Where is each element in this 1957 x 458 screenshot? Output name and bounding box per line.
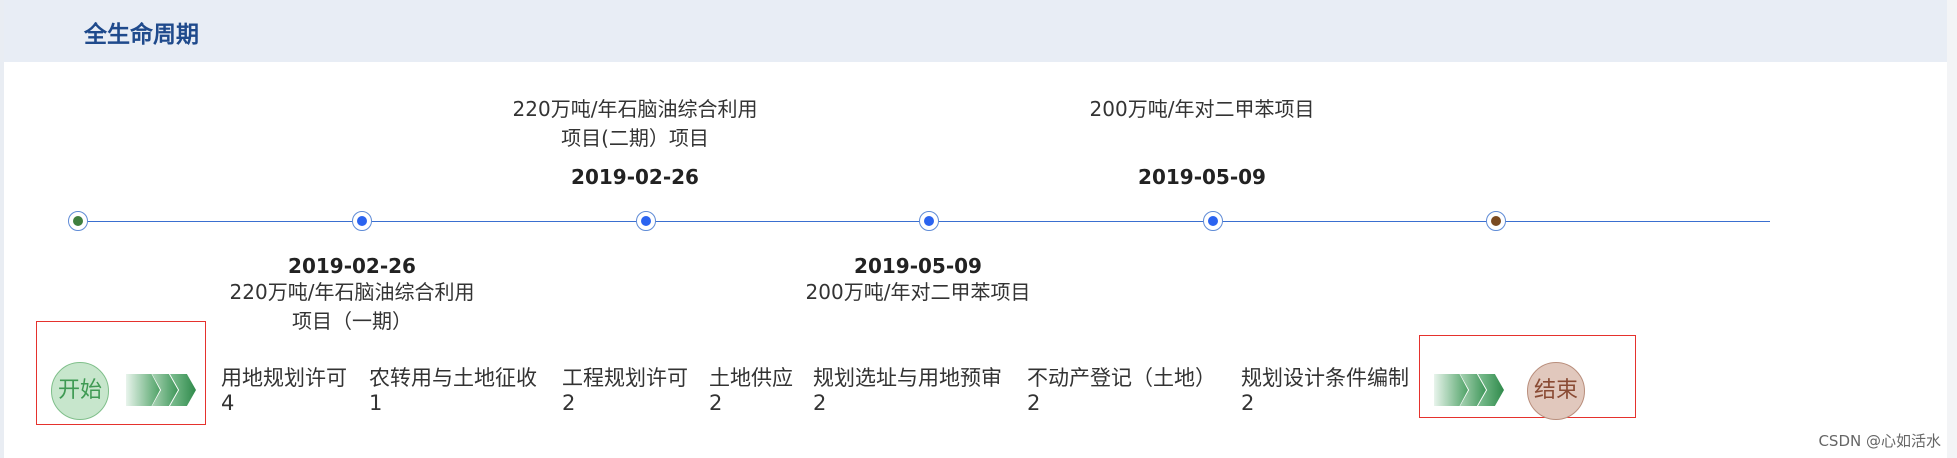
- start-arrows-icon: [126, 374, 196, 406]
- end-node[interactable]: 结束: [1527, 362, 1585, 420]
- step-count: 1: [369, 391, 383, 415]
- step-count: 4: [221, 391, 235, 415]
- step-count: 2: [1027, 391, 1041, 415]
- event-date: 2019-05-09: [1138, 165, 1266, 189]
- start-node[interactable]: 开始: [51, 362, 109, 420]
- timeline-event-dot[interactable]: [352, 211, 372, 231]
- process-step[interactable]: 农转用与土地征收 1: [369, 366, 537, 416]
- step-name: 不动产登记（土地）: [1027, 366, 1216, 390]
- process-step[interactable]: 工程规划许可 2: [562, 366, 688, 416]
- event-date: 2019-05-09: [854, 254, 982, 278]
- step-name: 工程规划许可: [562, 366, 688, 390]
- step-name: 土地供应: [709, 366, 793, 390]
- process-step[interactable]: 土地供应 2: [709, 366, 793, 416]
- step-name: 规划选址与用地预审: [813, 366, 1002, 390]
- timeline-event-dot[interactable]: [919, 211, 939, 231]
- end-highlight-box: [1419, 335, 1636, 418]
- left-border: [0, 0, 4, 458]
- timeline-event-dot[interactable]: [636, 211, 656, 231]
- process-step[interactable]: 规划设计条件编制 2: [1241, 366, 1409, 416]
- step-name: 用地规划许可: [221, 366, 347, 390]
- process-step[interactable]: 用地规划许可 4: [221, 366, 347, 416]
- step-count: 2: [562, 391, 576, 415]
- end-arrows-icon: [1434, 374, 1504, 406]
- right-border: [1947, 0, 1957, 458]
- step-name: 规划设计条件编制: [1241, 366, 1409, 390]
- start-highlight-box: [36, 321, 206, 425]
- panel-header: 全生命周期: [4, 0, 1947, 62]
- step-count: 2: [709, 391, 723, 415]
- event-name: 220万吨/年石脑油综合利用 项目(二期）项目: [512, 97, 758, 150]
- event-date: 2019-02-26: [288, 254, 416, 278]
- step-name: 农转用与土地征收: [369, 366, 537, 390]
- event-date: 2019-02-26: [571, 165, 699, 189]
- watermark: CSDN @心如活水: [1818, 432, 1941, 450]
- timeline-end-dot[interactable]: [1486, 211, 1506, 231]
- panel-title: 全生命周期: [84, 22, 199, 48]
- process-step[interactable]: 规划选址与用地预审 2: [813, 366, 1002, 416]
- timeline-event-dot[interactable]: [1203, 211, 1223, 231]
- timeline-start-dot[interactable]: [68, 211, 88, 231]
- event-name: 200万吨/年对二甲苯项目: [1089, 97, 1315, 121]
- step-count: 2: [813, 391, 827, 415]
- event-name: 200万吨/年对二甲苯项目: [805, 280, 1031, 304]
- process-step[interactable]: 不动产登记（土地） 2: [1027, 366, 1216, 416]
- step-count: 2: [1241, 391, 1255, 415]
- event-name: 220万吨/年石脑油综合利用 项目（一期）: [229, 280, 475, 333]
